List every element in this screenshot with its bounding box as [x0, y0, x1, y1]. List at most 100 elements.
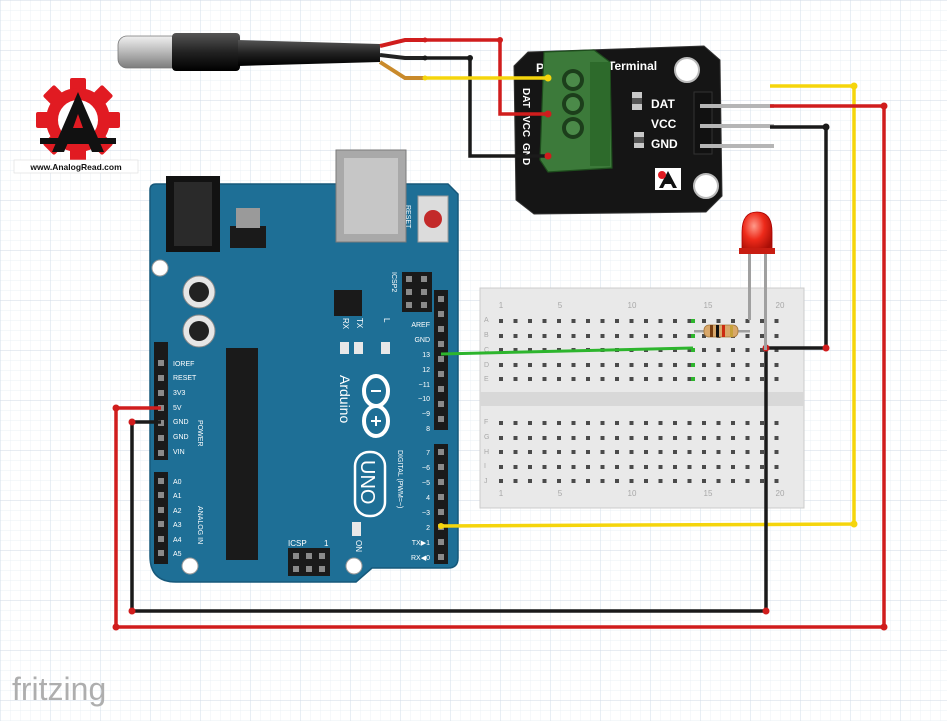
breadboard-hole[interactable] [629, 421, 634, 425]
breadboard-hole[interactable] [629, 363, 634, 367]
wire-red-vcc[interactable] [114, 104, 886, 629]
breadboard-hole[interactable] [542, 450, 547, 454]
breadboard-hole[interactable] [542, 348, 547, 352]
breadboard-hole[interactable] [716, 465, 721, 469]
breadboard-hole[interactable] [716, 450, 721, 454]
breadboard-hole[interactable] [499, 348, 503, 352]
breadboard-hole[interactable] [716, 348, 721, 352]
breadboard-hole[interactable] [731, 436, 735, 440]
breadboard-hole[interactable] [528, 348, 532, 352]
breadboard-hole[interactable] [745, 377, 750, 381]
breadboard-hole[interactable] [600, 436, 605, 440]
breadboard-hole[interactable] [528, 479, 532, 483]
breadboard-hole[interactable] [542, 377, 547, 381]
breadboard-hole[interactable] [528, 465, 532, 469]
breadboard-hole[interactable] [629, 319, 634, 323]
breadboard-hole[interactable] [731, 363, 735, 367]
breadboard-hole[interactable] [644, 450, 648, 454]
breadboard-hole[interactable] [571, 436, 576, 440]
breadboard-hole[interactable] [600, 363, 605, 367]
breadboard-hole[interactable] [615, 479, 619, 483]
breadboard-hole[interactable] [600, 479, 605, 483]
breadboard-hole[interactable] [702, 436, 706, 440]
breadboard-hole[interactable] [731, 348, 735, 352]
breadboard-hole[interactable] [673, 421, 677, 425]
breadboard-hole[interactable] [600, 319, 605, 323]
breadboard-hole[interactable] [513, 377, 518, 381]
breadboard-hole[interactable] [629, 377, 634, 381]
breadboard-hole[interactable] [571, 377, 576, 381]
breadboard-hole[interactable] [687, 479, 692, 483]
breadboard-hole[interactable] [528, 334, 532, 338]
breadboard-hole[interactable] [615, 334, 619, 338]
breadboard-hole[interactable] [600, 450, 605, 454]
breadboard-hole[interactable] [615, 465, 619, 469]
breadboard-hole[interactable] [513, 334, 518, 338]
breadboard-hole[interactable] [571, 319, 576, 323]
breadboard-hole[interactable] [774, 436, 779, 440]
breadboard-hole[interactable] [542, 465, 547, 469]
breadboard-hole[interactable] [702, 334, 706, 338]
breadboard-hole[interactable] [673, 436, 677, 440]
breadboard-hole[interactable] [731, 479, 735, 483]
breadboard-hole[interactable] [716, 479, 721, 483]
breadboard-hole[interactable] [586, 479, 590, 483]
breadboard-hole[interactable] [702, 377, 706, 381]
breadboard-hole[interactable] [658, 421, 663, 425]
breadboard-hole[interactable] [542, 334, 547, 338]
breadboard-hole[interactable] [615, 363, 619, 367]
breadboard-hole[interactable] [644, 377, 648, 381]
breadboard-hole[interactable] [557, 450, 561, 454]
breadboard-hole[interactable] [731, 319, 735, 323]
breadboard-hole[interactable] [774, 319, 779, 323]
breadboard-hole[interactable] [760, 334, 764, 338]
breadboard-hole[interactable] [673, 377, 677, 381]
breadboard-hole[interactable] [615, 450, 619, 454]
breadboard-hole[interactable] [687, 421, 692, 425]
breadboard-hole[interactable] [513, 450, 518, 454]
breadboard-hole[interactable] [658, 450, 663, 454]
breadboard-hole[interactable] [658, 334, 663, 338]
breadboard-hole[interactable] [702, 363, 706, 367]
breadboard-hole[interactable] [542, 421, 547, 425]
breadboard-hole[interactable] [528, 436, 532, 440]
breadboard-hole[interactable] [716, 421, 721, 425]
breadboard-hole[interactable] [499, 465, 503, 469]
breadboard-hole[interactable] [745, 450, 750, 454]
breadboard-hole[interactable] [760, 363, 764, 367]
breadboard-hole[interactable] [760, 319, 764, 323]
breadboard-hole[interactable] [557, 436, 561, 440]
breadboard-hole[interactable] [716, 319, 721, 323]
breadboard-hole[interactable] [513, 348, 518, 352]
breadboard-hole[interactable] [644, 334, 648, 338]
breadboard-hole[interactable] [499, 450, 503, 454]
breadboard-hole[interactable] [745, 348, 750, 352]
breadboard-hole[interactable] [702, 479, 706, 483]
breadboard-hole[interactable] [673, 319, 677, 323]
breadboard-hole[interactable] [687, 450, 692, 454]
breadboard-hole[interactable] [528, 421, 532, 425]
breadboard-hole[interactable] [716, 436, 721, 440]
breadboard-hole[interactable] [731, 421, 735, 425]
wire-probe-black[interactable] [425, 56, 548, 158]
breadboard-hole[interactable] [644, 436, 648, 440]
breadboard-hole[interactable] [658, 377, 663, 381]
breadboard-hole[interactable] [513, 465, 518, 469]
breadboard-hole[interactable] [542, 436, 547, 440]
breadboard-hole[interactable] [745, 436, 750, 440]
breadboard-hole[interactable] [499, 479, 503, 483]
breadboard-hole[interactable] [615, 319, 619, 323]
breadboard-hole[interactable] [542, 319, 547, 323]
resistor[interactable] [694, 324, 750, 338]
breadboard-hole[interactable] [774, 348, 779, 352]
breadboard-hole[interactable] [774, 363, 779, 367]
breadboard-hole[interactable] [499, 421, 503, 425]
breadboard-hole[interactable] [629, 465, 634, 469]
breadboard-hole[interactable] [687, 377, 692, 381]
breadboard-hole[interactable] [629, 436, 634, 440]
breadboard-hole[interactable] [658, 479, 663, 483]
breadboard-hole[interactable] [644, 465, 648, 469]
breadboard-hole[interactable] [702, 450, 706, 454]
breadboard-hole[interactable] [745, 319, 750, 323]
breadboard-hole[interactable] [760, 377, 764, 381]
